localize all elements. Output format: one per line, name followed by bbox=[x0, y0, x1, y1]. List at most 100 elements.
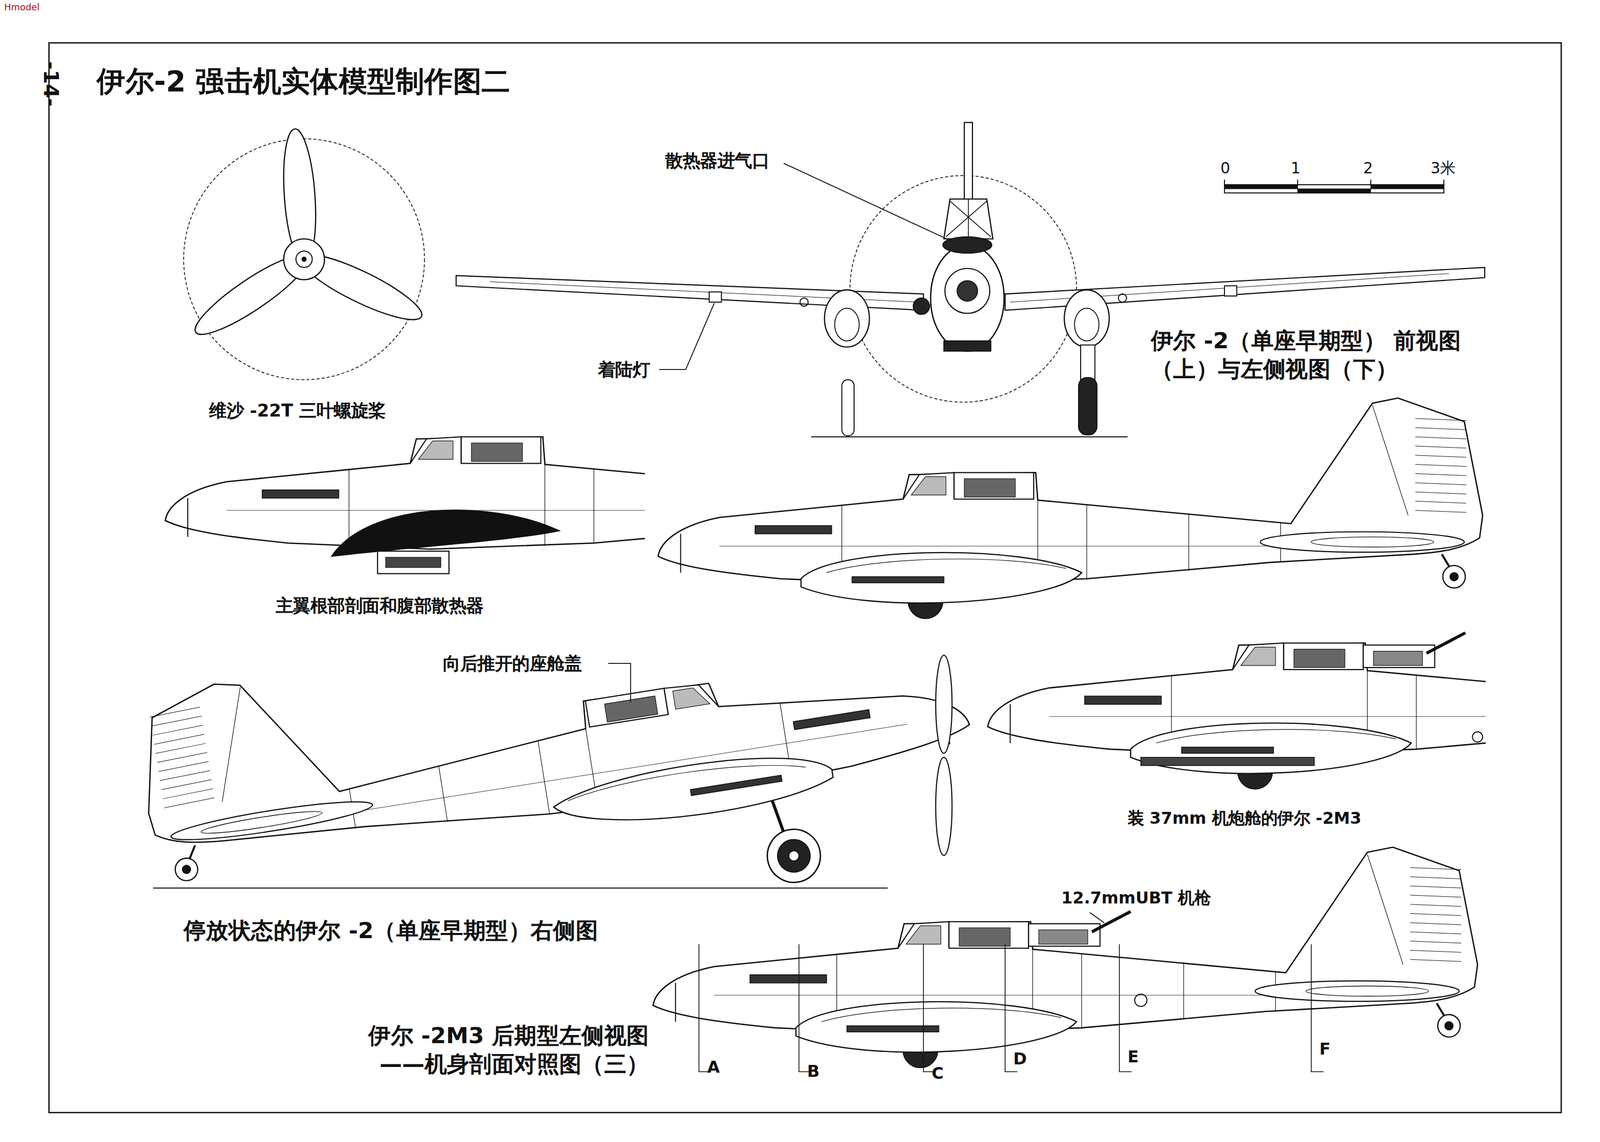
scale-segment bbox=[1297, 188, 1371, 193]
scale-tick bbox=[1443, 179, 1445, 185]
section-letter: B bbox=[806, 1060, 820, 1082]
front-view bbox=[456, 122, 1485, 438]
scale-number: 3米 bbox=[1430, 159, 1456, 179]
section-marker bbox=[698, 944, 712, 1072]
fin-rib bbox=[1410, 894, 1462, 897]
wing-detail bbox=[566, 753, 806, 805]
panel-line bbox=[1415, 674, 1417, 750]
fin-rib bbox=[159, 770, 211, 781]
marker bbox=[1118, 293, 1127, 303]
fin-rib bbox=[1415, 501, 1467, 504]
elevator bbox=[1311, 536, 1434, 548]
scale-number: 0 bbox=[1220, 159, 1231, 179]
panel-line bbox=[1086, 503, 1087, 579]
section-letter: A bbox=[707, 1057, 720, 1078]
wing-cannon bbox=[846, 1025, 939, 1032]
fin-rib bbox=[160, 779, 212, 790]
panel-line bbox=[537, 740, 550, 814]
fin-rib bbox=[163, 797, 215, 808]
windscreen bbox=[664, 680, 719, 715]
fin-rib bbox=[155, 743, 206, 754]
panel-line bbox=[1081, 952, 1082, 1028]
main-wheel bbox=[787, 849, 800, 862]
rear-gun bbox=[1092, 911, 1131, 932]
fin-rib bbox=[1410, 922, 1462, 925]
gear-strut bbox=[1080, 345, 1096, 380]
nose-gun bbox=[750, 974, 827, 983]
wing-detail bbox=[821, 1007, 1062, 1022]
fin-rib bbox=[1410, 913, 1462, 916]
diagram-title: 伊尔-2 强击机实体模型制作图二 bbox=[96, 63, 511, 99]
fin-rib bbox=[162, 788, 214, 799]
scale-bar bbox=[1224, 184, 1444, 193]
gear-nacelle bbox=[834, 308, 860, 341]
wheel bbox=[841, 379, 855, 436]
fin-rib bbox=[158, 761, 209, 772]
belly-radiator bbox=[385, 557, 442, 568]
fin-rib bbox=[1410, 940, 1462, 944]
fin-rib bbox=[1410, 885, 1462, 888]
tail-wheel bbox=[1442, 565, 1465, 588]
radiator-intake bbox=[943, 236, 993, 254]
scale-number: 1 bbox=[1290, 159, 1301, 179]
fin-rib bbox=[1415, 464, 1467, 467]
windscreen-glass bbox=[906, 925, 941, 945]
canopy bbox=[944, 199, 994, 239]
wing-cannon bbox=[851, 576, 945, 583]
landing-light bbox=[1224, 285, 1237, 296]
wing-root-section bbox=[331, 510, 560, 557]
canopy-glass bbox=[959, 927, 1011, 947]
wheel bbox=[1078, 377, 1098, 435]
scale-tick bbox=[1296, 179, 1298, 185]
belly-radiator bbox=[377, 550, 450, 574]
view-caption: 维沙 -22T 三叶螺旋桨 bbox=[208, 399, 386, 422]
rudder-hinge bbox=[1367, 854, 1403, 965]
canopy bbox=[585, 688, 669, 727]
view-caption: 主翼根部剖面和腹部散热器 bbox=[275, 594, 484, 617]
scale-bar bbox=[1224, 179, 1444, 193]
scale-segment bbox=[1224, 184, 1298, 189]
section-letter: C bbox=[931, 1063, 944, 1084]
stabilizer bbox=[1260, 531, 1465, 552]
part-label: 散热器进气口 bbox=[665, 150, 770, 172]
wing-cannon bbox=[1181, 746, 1274, 754]
leader-line bbox=[1089, 911, 1105, 923]
marker bbox=[1472, 731, 1483, 742]
main-wheel bbox=[763, 825, 825, 886]
gear-nacelle bbox=[1074, 308, 1099, 341]
windscreen bbox=[1232, 643, 1284, 670]
wing-nacelle bbox=[796, 1001, 1077, 1052]
wing-nacelle bbox=[1130, 722, 1412, 773]
watermark: Hmodel bbox=[4, 2, 40, 14]
view-caption: 装 37mm 机炮舱的伊尔 -2M3 bbox=[1127, 808, 1362, 829]
elevator bbox=[1306, 985, 1429, 997]
fin-rib bbox=[1410, 931, 1462, 934]
nose-gun bbox=[1084, 695, 1162, 705]
rudder-hinge bbox=[204, 686, 258, 802]
landing-light bbox=[709, 291, 722, 303]
wing-nacelle bbox=[550, 743, 836, 837]
canopy-frame bbox=[946, 199, 992, 239]
view-caption: 伊尔 -2M3 后期型左侧视图 ——机身剖面对照图（三） bbox=[345, 1021, 650, 1078]
propeller-blade bbox=[935, 654, 953, 753]
section-letter: D bbox=[1013, 1049, 1027, 1070]
page-number: -14- bbox=[37, 61, 64, 107]
canopy-glass bbox=[471, 442, 523, 462]
aircraft-side-view bbox=[658, 397, 1483, 619]
stabilizer bbox=[169, 794, 375, 847]
propeller-hub bbox=[283, 238, 325, 280]
wing-nacelle bbox=[800, 552, 1082, 603]
leader-line bbox=[783, 163, 952, 242]
panel-line bbox=[593, 468, 594, 543]
windscreen-glass bbox=[672, 685, 710, 710]
leader-line bbox=[608, 663, 631, 702]
part-label: 12.7mmUBT 机枪 bbox=[1060, 887, 1211, 908]
panel-line bbox=[714, 994, 1266, 996]
panel-line bbox=[1188, 513, 1189, 571]
windscreen bbox=[410, 436, 462, 463]
spinner-line bbox=[1009, 704, 1011, 743]
gear-nacelle bbox=[1064, 289, 1110, 347]
section-letter: E bbox=[1127, 1047, 1140, 1068]
nose-gun bbox=[793, 709, 871, 730]
